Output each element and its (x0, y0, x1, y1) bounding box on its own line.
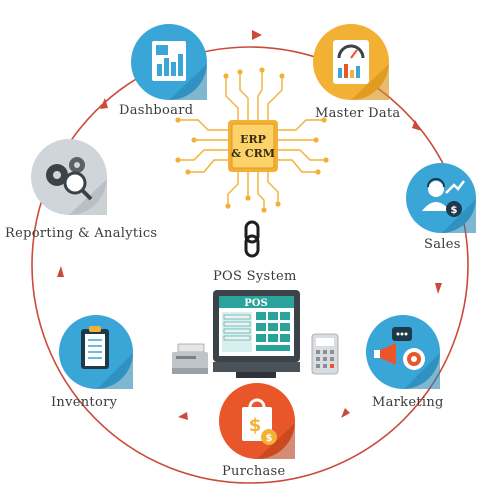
node-label-sales: Sales (424, 237, 461, 252)
chip-label-line1: ERP (240, 133, 266, 146)
chip-trace-ends (175, 67, 329, 213)
node-reporting (31, 139, 107, 215)
node-inventory (59, 315, 133, 389)
megaphone-target-icon (374, 327, 440, 389)
svg-text:$: $ (266, 433, 273, 444)
pos-terminal-icon (213, 290, 300, 378)
node-dashboard (131, 24, 207, 100)
cycle-arrow (341, 408, 350, 418)
shopping-bag-icon: $ $ (242, 398, 295, 459)
node-sales: $ (406, 163, 476, 233)
chain-link-icon (244, 220, 260, 258)
node-master-data (313, 24, 389, 100)
pos-system-label: POS System (213, 269, 297, 284)
cycle-arrow (435, 283, 442, 294)
node-label-inventory: Inventory (51, 395, 118, 410)
node-label-reporting: Reporting & Analytics (5, 226, 158, 241)
calculator-icon (311, 333, 339, 375)
gauge-icon (333, 40, 389, 100)
cycle-arrow (100, 98, 108, 109)
pos-screen-text: POS (244, 298, 267, 309)
chip-label-line2: & CRM (231, 147, 275, 160)
receipt-printer-icon (172, 343, 208, 374)
node-marketing (366, 315, 440, 389)
node-label-purchase: Purchase (222, 464, 286, 479)
node-purchase: $ $ (219, 383, 295, 459)
cycle-arrow (57, 266, 64, 277)
cycle-arrow (252, 30, 262, 40)
cycle-ring (31, 46, 469, 484)
chip-traces (180, 72, 324, 208)
sales-person-icon: $ (422, 178, 476, 233)
cycle-arrow (178, 412, 188, 420)
gears-magnifier-icon (46, 157, 107, 215)
svg-text:$: $ (249, 415, 262, 436)
cycle-arrows (57, 30, 442, 420)
bar-chart-board-icon (152, 41, 207, 100)
svg-text:$: $ (451, 205, 458, 216)
node-label-marketing: Marketing (372, 395, 444, 410)
cycle-arrow (412, 120, 422, 131)
node-label-master-data: Master Data (315, 106, 401, 121)
clipboard-icon (81, 326, 133, 389)
node-label-dashboard: Dashboard (119, 103, 194, 118)
